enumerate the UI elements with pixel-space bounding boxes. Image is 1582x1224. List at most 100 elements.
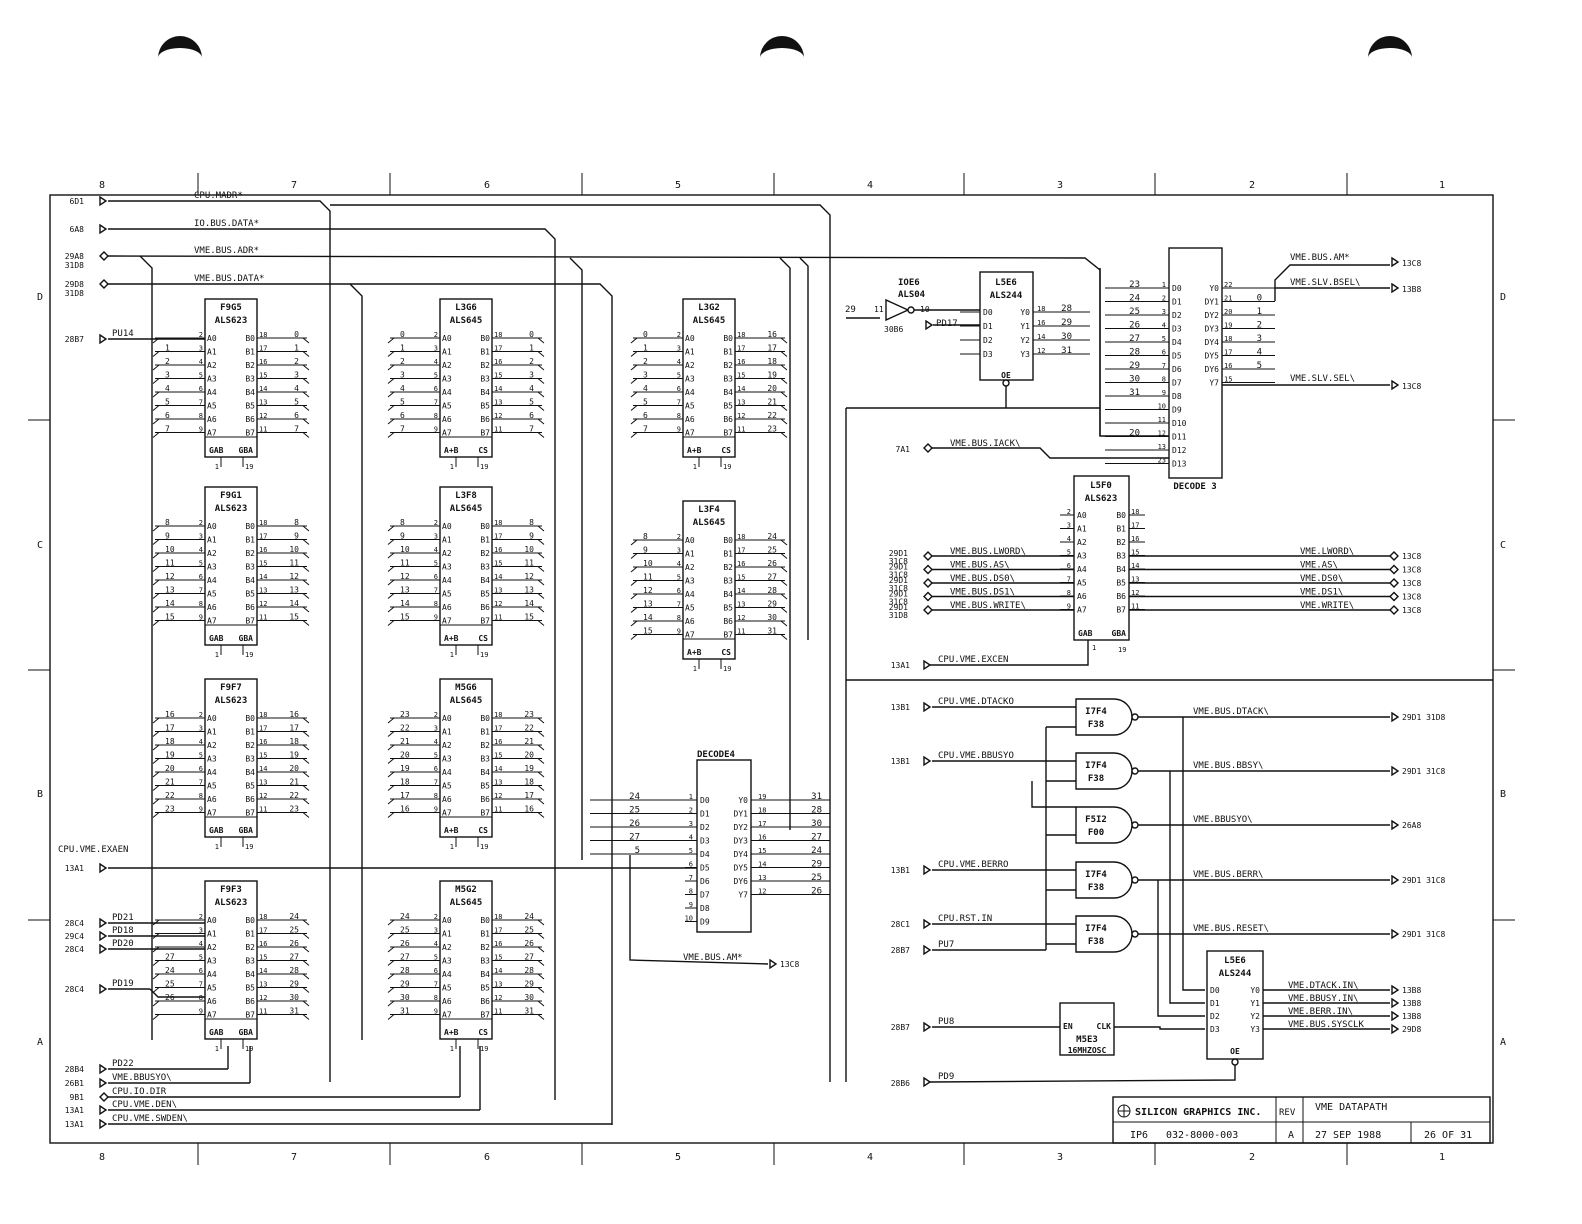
pin-number: 2 xyxy=(689,807,693,815)
pin-label: B2 xyxy=(245,361,255,370)
pin-number: 19 xyxy=(480,1045,488,1053)
bidir-connector-icon xyxy=(923,605,933,615)
signal-number: 11 xyxy=(643,573,653,582)
wire xyxy=(1169,771,1205,1004)
pin-label: B2 xyxy=(245,549,255,558)
bus-entry xyxy=(152,919,160,926)
connector-ref: 13C8 xyxy=(1402,566,1421,575)
pin-number: 8 xyxy=(677,614,681,622)
decode4-pal: DECODE4E6H816L8-15D01D12D23D34D45D56D67D… xyxy=(590,750,830,970)
bidir-connector-icon xyxy=(1389,564,1399,575)
gate-ref: I7F4 xyxy=(1085,924,1107,934)
pin-number: 1 xyxy=(693,463,697,471)
pin-label: B0 xyxy=(1116,511,1126,520)
signal-number: 6 xyxy=(165,411,170,420)
signal-number: 8 xyxy=(529,518,534,527)
pin-label: A7 xyxy=(207,809,217,818)
pin-number: 1 xyxy=(215,651,219,659)
pin-label: A1 xyxy=(685,550,695,559)
pin-number: 1 xyxy=(689,793,693,801)
pin-number: 16 xyxy=(1224,362,1232,370)
signal-number: 25 xyxy=(767,546,777,555)
pin-label: B3 xyxy=(245,755,255,764)
inversion-bubble-icon xyxy=(1131,767,1139,775)
offpage-connector-icon xyxy=(1391,997,1400,1009)
sheet-number: 26 OF 31 xyxy=(1424,1130,1472,1141)
offpage-connector-icon xyxy=(99,983,108,995)
net-label: CPU.VME.EXCEN xyxy=(938,655,1008,665)
pin-label: D7 xyxy=(700,891,710,900)
offpage-connector-icon xyxy=(1391,874,1400,886)
pin-number: 2 xyxy=(677,533,681,541)
pin-label: B0 xyxy=(480,334,490,343)
pin-label: B1 xyxy=(480,728,490,737)
bus-entry xyxy=(152,525,160,532)
bus-entry xyxy=(152,758,160,764)
wire xyxy=(1031,781,1076,808)
signal-number: 4 xyxy=(165,384,170,393)
offpage-connector-icon xyxy=(1391,379,1400,391)
pin-label: A3 xyxy=(207,957,217,966)
pull-net-label: PD18 xyxy=(112,926,134,936)
net-label: CPU.VME.BBUSYO xyxy=(938,751,1014,761)
pin-label: B6 xyxy=(245,997,255,1006)
pin-number: 16 xyxy=(1131,535,1139,543)
bus-entry xyxy=(630,418,638,425)
pin-label: D3 xyxy=(1210,1025,1220,1034)
control-pin-label: A+B xyxy=(444,1028,459,1037)
pin-number: 6 xyxy=(677,587,681,595)
pin-number: 18 xyxy=(259,913,267,921)
signal-number: 9 xyxy=(400,532,405,541)
pin-number: 13 xyxy=(259,587,267,595)
signal-number: 31 xyxy=(811,792,822,802)
pin-number: 13 xyxy=(494,399,502,407)
pin-number: 12 xyxy=(1037,347,1045,355)
pin-number: 4 xyxy=(677,560,681,568)
net-label: VME.BUS.AS\ xyxy=(950,561,1010,571)
pin-label: A7 xyxy=(442,617,452,626)
pin-number: 12 xyxy=(737,412,745,420)
offpage-connector-icon xyxy=(1391,1023,1400,1035)
pin-label: B1 xyxy=(723,550,733,559)
bus-entry xyxy=(152,744,160,751)
pin-label: B6 xyxy=(723,617,733,626)
pin-label: Y0 xyxy=(1209,284,1219,293)
pin-label: B2 xyxy=(1116,538,1126,547)
control-pin-label: GBA xyxy=(239,446,254,455)
pin-number: 17 xyxy=(494,345,502,353)
signal-number: 16 xyxy=(400,805,410,814)
signal-number: 0 xyxy=(1257,294,1262,304)
connector-ref: 13C8 xyxy=(780,960,799,969)
pin-number: 17 xyxy=(259,725,267,733)
chip-part: ALS645 xyxy=(450,504,483,514)
chip-ref: L5F0 xyxy=(1090,481,1112,491)
gate-part: F38 xyxy=(1088,774,1104,784)
zone-label-left: D xyxy=(37,292,43,303)
pin-number: 15 xyxy=(1224,376,1232,384)
pin-label: D9 xyxy=(1172,406,1182,415)
pin-label: B5 xyxy=(480,984,490,993)
drawing-title: VME DATAPATH xyxy=(1315,1102,1387,1113)
zone-label-left: C xyxy=(37,540,43,551)
bus-entry xyxy=(630,378,638,384)
bus-entry xyxy=(537,552,545,559)
pin-label: B6 xyxy=(480,795,490,804)
pin-label: B1 xyxy=(245,348,255,357)
pin-number: 12 xyxy=(494,412,502,420)
signal-number: 7 xyxy=(400,425,405,434)
signal-number: 1 xyxy=(529,344,534,353)
net-label: CPU.RST.IN xyxy=(938,914,992,924)
pin-label: B1 xyxy=(480,930,490,939)
signal-number: 21 xyxy=(524,737,534,746)
pin-label: A6 xyxy=(207,795,217,804)
offpage-connector-icon xyxy=(923,864,932,876)
bidir-connector-icon xyxy=(769,958,778,970)
bidir-connector-icon xyxy=(923,564,933,575)
pin-number: 19 xyxy=(480,651,488,659)
signal-number: 22 xyxy=(165,791,175,800)
signal-number: 28 xyxy=(767,586,777,595)
signal-number: 13 xyxy=(165,586,175,595)
signal-number: 3 xyxy=(400,371,405,380)
pin-label: B1 xyxy=(723,348,733,357)
